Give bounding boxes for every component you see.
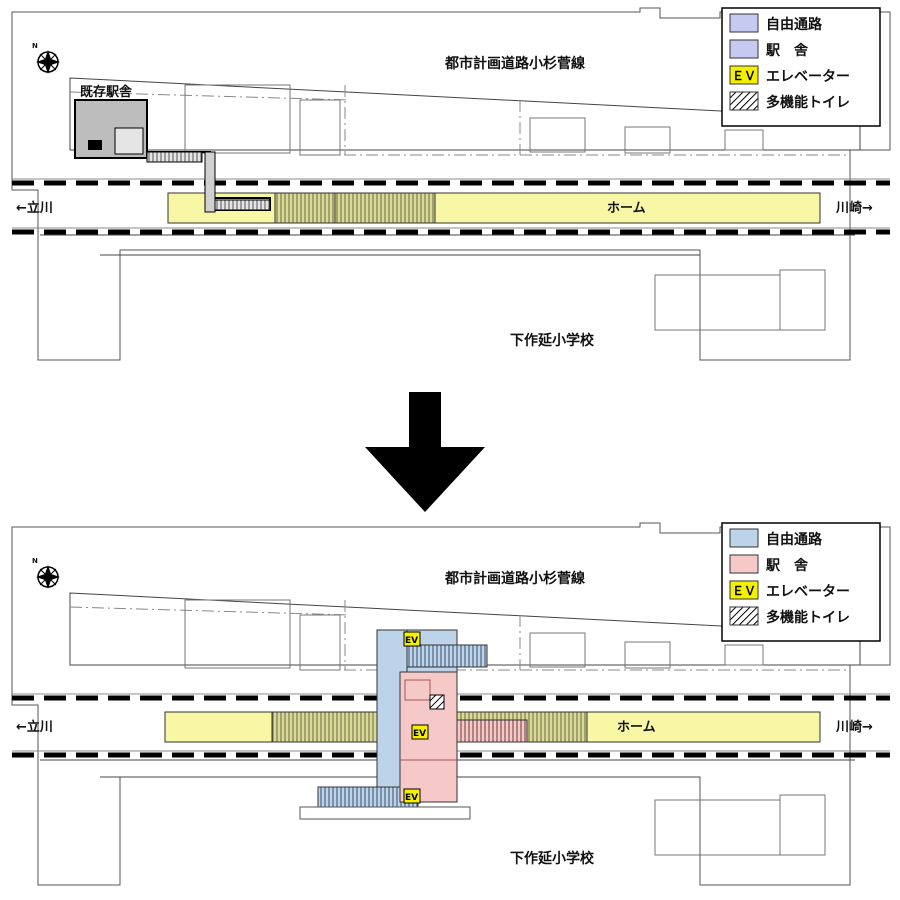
direction-right: 川崎→ <box>835 719 873 735</box>
legend-swatch-elevator <box>729 65 759 85</box>
platform-stairs <box>274 192 436 224</box>
map-plan: EV EV EV N 都市計画道路小杉菅線 下作延小学校 ホーム ←立川 川崎→… <box>0 515 900 900</box>
school-label: 下作延小学校 <box>510 850 595 867</box>
svg-text:EV: EV <box>413 729 426 739</box>
legend-swatch-elevator <box>729 580 759 600</box>
toilet-icon <box>429 694 445 710</box>
legend-elevator: エレベーター <box>766 584 850 600</box>
existing-station-label: 既存駅舎 <box>80 84 133 100</box>
legend-elevator: エレベーター <box>766 69 850 85</box>
buildings <box>184 599 826 856</box>
legend-swatch-toilet <box>729 606 759 626</box>
station-building <box>399 671 528 803</box>
ev-tag-3: EV <box>403 788 421 804</box>
buildings <box>184 84 826 331</box>
direction-left: ←立川 <box>16 200 53 216</box>
down-arrow-icon <box>365 392 485 514</box>
legend-free-passage: 自由通路 <box>766 16 823 33</box>
compass-icon: N <box>32 42 60 74</box>
road-label: 都市計画道路小杉菅線 <box>444 570 585 587</box>
legend-swatch-station <box>729 554 759 574</box>
legend-toilet: 多機能トイレ <box>766 94 850 111</box>
platform-stairs-west <box>271 711 378 743</box>
map-existing: 既存駅舎 N 都市計画道路小杉菅線 下作延小学校 ホーム ←立川 川崎→ 自由通… <box>0 0 900 370</box>
school-label: 下作延小学校 <box>510 332 595 349</box>
legend: 自由通路 駅 舎 ＥＶ エレベーター 多機能トイレ <box>721 7 881 127</box>
legend-swatch-toilet <box>729 91 759 111</box>
direction-left: ←立川 <box>16 719 53 735</box>
legend-station: 駅 舎 <box>766 42 809 59</box>
road-outline <box>69 592 861 666</box>
legend: 自由通路 駅 舎 ＥＶ エレベーター 多機能トイレ <box>721 522 881 642</box>
road-label: 都市計画道路小杉菅線 <box>444 55 585 72</box>
compass-icon: N <box>32 557 60 589</box>
svg-text:EV: EV <box>405 636 418 646</box>
legend-free-passage: 自由通路 <box>766 531 823 548</box>
svg-text:N: N <box>32 42 38 50</box>
ev-tag-2: EV <box>411 724 429 740</box>
direction-right: 川崎→ <box>835 200 873 216</box>
platform-label: ホーム <box>607 201 646 216</box>
legend-swatch-station <box>729 39 759 59</box>
platform-label: ホーム <box>617 720 656 735</box>
legend-swatch-free-passage <box>729 13 759 33</box>
road-outline <box>69 77 861 151</box>
svg-text:N: N <box>32 557 38 565</box>
svg-text:EV: EV <box>405 793 418 803</box>
legend-station: 駅 舎 <box>766 557 809 574</box>
ev-tag-1: EV <box>403 631 421 647</box>
legend-ev-badge: ＥＶ <box>732 69 756 83</box>
legend-ev-badge: ＥＶ <box>732 584 756 598</box>
legend-swatch-free-passage <box>729 528 759 548</box>
legend-toilet: 多機能トイレ <box>766 609 850 626</box>
existing-station <box>74 99 271 213</box>
